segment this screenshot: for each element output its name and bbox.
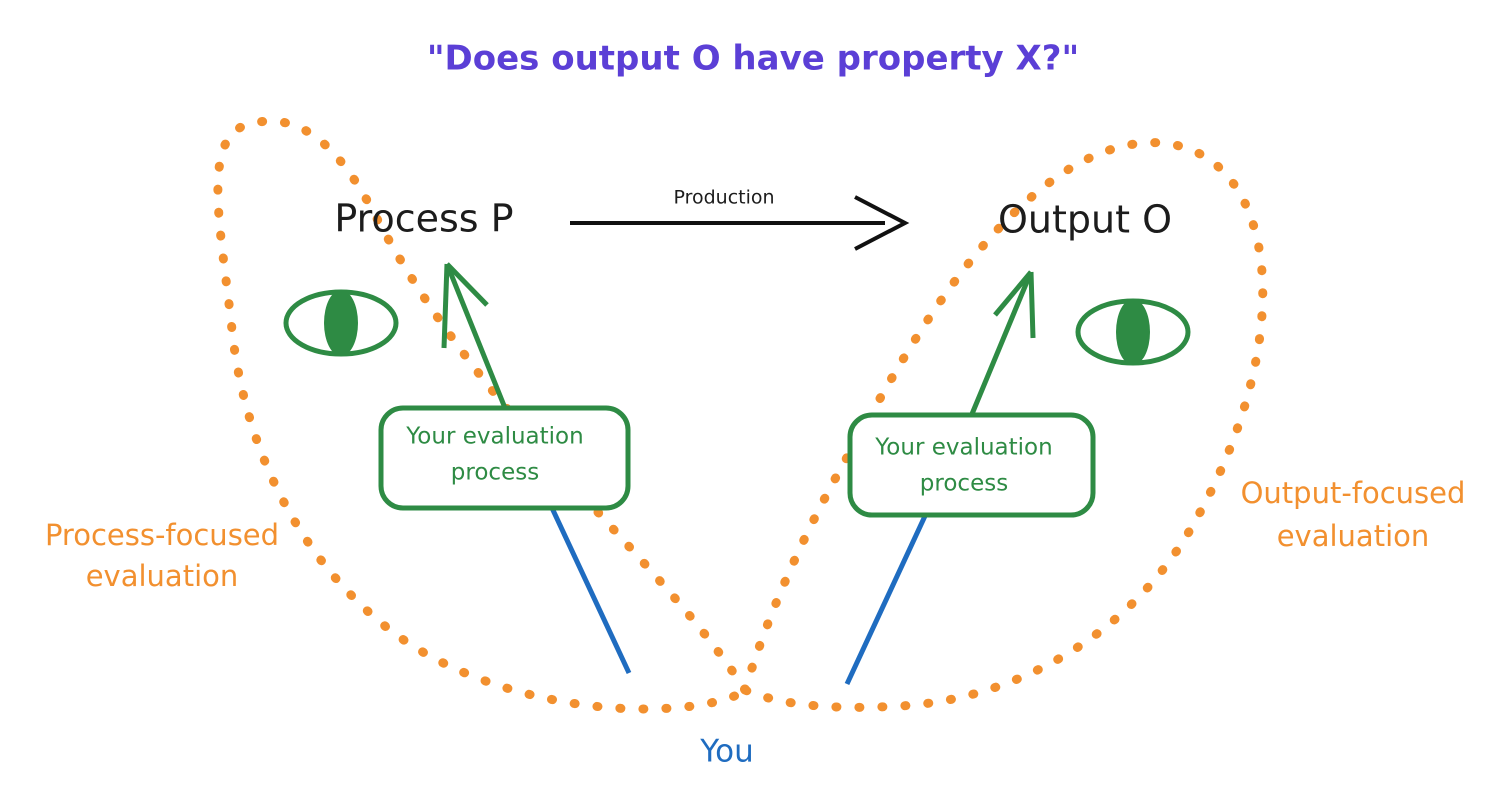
right-eval-arrow-head-b <box>993 270 1033 317</box>
production-arrow-group <box>570 195 910 251</box>
diagram-title: "Does output O have property X?" <box>427 39 1079 79</box>
arrow-up-left-icon <box>441 262 508 409</box>
eval-box-left-line2: process <box>451 460 539 486</box>
arrow-up-right-icon <box>969 270 1036 415</box>
eval-box-right-line1: Your evaluation <box>874 435 1052 461</box>
eval-box-right[interactable] <box>847 412 1096 518</box>
left-eval-arrow-head-b <box>445 262 489 307</box>
you-connector-right <box>844 514 928 686</box>
eye-left-pupil <box>324 290 358 356</box>
arrow-right-icon <box>854 195 910 251</box>
eval-box-left[interactable] <box>378 405 631 511</box>
left-eval-arrow-head-a <box>441 263 450 349</box>
region-label-process-focused-line1: Process-focused <box>45 518 279 552</box>
node-label-output: Output O <box>998 198 1172 242</box>
region-label-output-focused-line1: Output-focused <box>1241 476 1466 510</box>
edge-label-production: Production <box>673 187 774 209</box>
observer-label-you: You <box>699 734 753 770</box>
left-eval-arrow-shaft <box>444 263 508 409</box>
right-eval-arrow-shaft <box>969 271 1034 415</box>
eye-icon-left <box>283 289 399 357</box>
region-label-process-focused-line2: evaluation <box>86 559 239 593</box>
region-loop-process-focused <box>213 116 752 714</box>
eval-box-right-line2: process <box>920 471 1008 497</box>
region-label-output-focused-line2: evaluation <box>1277 519 1430 553</box>
region-loop-output-focused <box>739 138 1268 712</box>
right-eval-arrow-head-a <box>1028 271 1036 339</box>
eye-icon-right <box>1075 298 1191 366</box>
you-connector-left <box>549 506 632 675</box>
eye-right-pupil <box>1116 299 1150 365</box>
node-label-process: Process P <box>334 197 513 241</box>
eval-box-left-line1: Your evaluation <box>405 424 583 450</box>
